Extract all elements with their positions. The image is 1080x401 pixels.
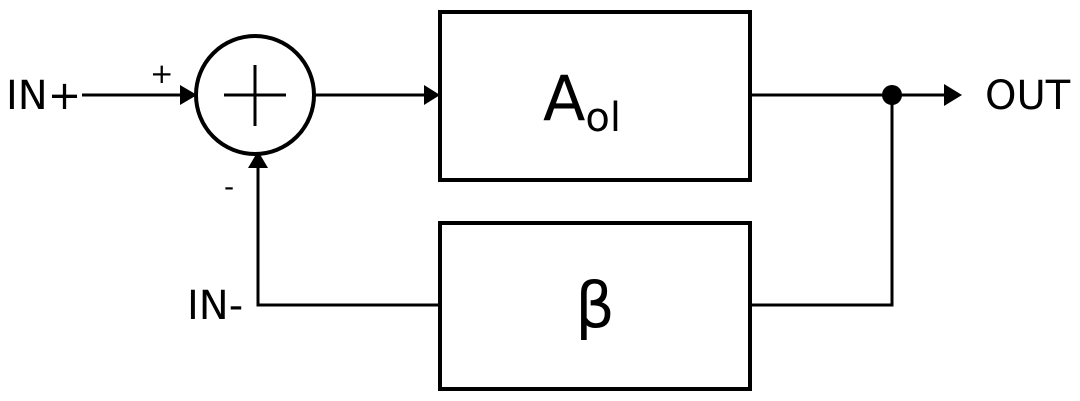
input-plus-label: IN+ <box>6 73 81 119</box>
feedback-gain-label: β <box>575 269 615 342</box>
forward-gain-subscript: ol <box>585 95 621 141</box>
forward-gain-block <box>438 10 752 182</box>
minus-sign-label: - <box>224 170 234 203</box>
feedback-junction-dot <box>882 85 902 105</box>
output-label: OUT <box>985 73 1071 119</box>
forward-gain-main: A <box>543 62 585 135</box>
aol-input-arrow <box>424 85 440 105</box>
summing-junction <box>194 34 316 156</box>
input-plus-arrow <box>180 85 197 105</box>
feedback-tap-wire <box>750 95 894 307</box>
input-minus-arrow <box>248 151 268 168</box>
plus-sign-label: + <box>150 57 173 90</box>
forward-gain-label: Aol <box>543 62 621 141</box>
input-minus-wire <box>256 165 440 307</box>
output-arrow <box>944 84 962 106</box>
input-minus-label: IN- <box>187 283 243 329</box>
feedback-block <box>438 221 752 391</box>
